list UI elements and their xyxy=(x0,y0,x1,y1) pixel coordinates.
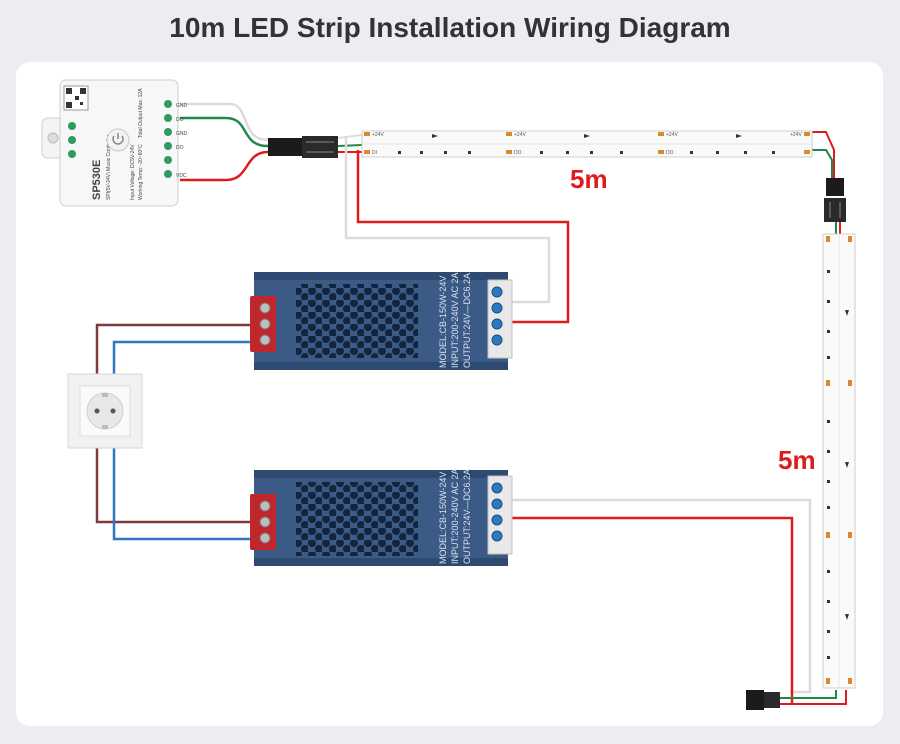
wire-red-corner xyxy=(812,131,835,180)
wire-green-ctrl xyxy=(180,116,269,148)
psu1-input: INPUT:200-240V AC 2A xyxy=(450,272,460,368)
wire-red-end xyxy=(780,690,847,705)
svg-text:GND: GND xyxy=(176,131,188,137)
controller-model: SP530E xyxy=(91,160,103,200)
led-strip-segment-2 xyxy=(822,233,856,689)
svg-text:+24V: +24V xyxy=(372,132,384,138)
svg-text:DI: DI xyxy=(372,150,377,156)
power-supply-2: MODEL:CB-150W-24V INPUT:200-240V AC 2A O… xyxy=(250,468,513,566)
segment-2-length: 5m xyxy=(778,445,816,475)
wire-green-strip1 xyxy=(337,144,363,147)
svg-text:DO: DO xyxy=(666,150,674,156)
wire-white-ctrl xyxy=(180,102,269,142)
wire-red-psu1 xyxy=(356,150,570,324)
wire-red-psu2 xyxy=(510,516,794,704)
wire-white-psu1 xyxy=(344,136,551,304)
svg-text:DO: DO xyxy=(176,117,184,123)
sm-connector-2 xyxy=(824,178,846,222)
svg-text:VDC: VDC xyxy=(176,173,187,179)
svg-text:+24V: +24V xyxy=(666,132,678,138)
wire-red-ctrl xyxy=(180,150,269,182)
controller-spec2: Working Temp: -20~60°C xyxy=(138,144,144,200)
svg-text:DO: DO xyxy=(514,150,522,156)
power-button-icon[interactable] xyxy=(106,128,130,152)
segment-1-length: 5m xyxy=(570,164,608,194)
power-supply-1: MODEL:CB-150W-24V INPUT:200-240V AC 2A O… xyxy=(250,272,513,370)
controller-subtitle: SPI(5V-24V) Music Controller xyxy=(106,134,112,200)
wire-green-end xyxy=(780,690,837,699)
psu1-output: OUTPUT:24V—DC6.2A xyxy=(462,273,472,368)
page-title: 10m LED Strip Installation Wiring Diagra… xyxy=(169,12,731,43)
arrow-down-icon xyxy=(845,310,849,620)
svg-text:+24V: +24V xyxy=(790,132,802,138)
psu1-model: MODEL:CB-150W-24V xyxy=(438,276,448,368)
wire-white-psu2 xyxy=(510,498,812,694)
sm-connector-1 xyxy=(268,136,338,158)
psu2-input: INPUT:200-240V AC 2A xyxy=(450,468,460,564)
led-strip-segment-1: +24V DI +24V DO +24V DO +24V xyxy=(361,130,813,158)
svg-text:+24V: +24V xyxy=(514,132,526,138)
wire-green-corner xyxy=(812,149,833,180)
wall-socket-icon xyxy=(67,373,143,449)
controller-spec3: Total Output Max: 12A xyxy=(138,88,144,138)
controller-sp530e: SP530E SPI(5V-24V) Music Controller Inpu… xyxy=(41,79,188,207)
controller-spec1: Input Voltage: DC5V-24V xyxy=(130,144,136,200)
wire-white-strip1 xyxy=(337,134,363,139)
wires xyxy=(95,102,847,705)
psu2-model: MODEL:CB-150W-24V xyxy=(438,472,448,564)
sm-connector-end xyxy=(746,690,780,710)
svg-text:GND: GND xyxy=(176,103,188,109)
controller-pins: GND DO GND DO VDC xyxy=(68,100,188,179)
svg-text:DO: DO xyxy=(176,145,184,151)
psu2-output: OUTPUT:24V—DC6.2A xyxy=(462,469,472,564)
arrow-right-icon xyxy=(432,134,742,138)
